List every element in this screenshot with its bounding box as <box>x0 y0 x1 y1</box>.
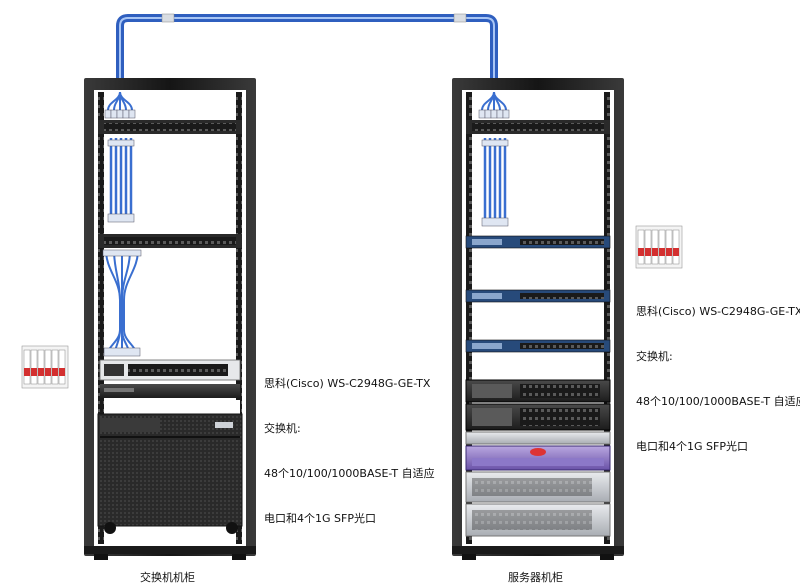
switch-rack <box>84 78 256 560</box>
server-rack <box>452 78 624 560</box>
right-callout: 思科(Cisco) WS-C2948G-GE-TX 交换机: 48个10/100… <box>636 274 800 469</box>
ups-unit <box>97 413 243 534</box>
left-callout: 思科(Cisco) WS-C2948G-GE-TX 交换机: 48个10/100… <box>264 346 435 541</box>
sfp-module-right <box>635 225 683 269</box>
server-rack-caption: 服务器机柜 <box>508 571 563 584</box>
storage-silver-1 <box>465 471 611 503</box>
switch-rack-caption: 交换机机柜 <box>140 571 195 584</box>
right-callout-line-3: 48个10/100/1000BASE-T 自适应 <box>636 395 800 408</box>
cable-fanout-top <box>104 91 136 119</box>
overhead-trunk-cable <box>116 13 498 92</box>
server-rack-switch-1 <box>465 235 611 249</box>
right-callout-line-2: 交换机: <box>636 350 673 363</box>
server-silver <box>465 431 611 445</box>
server-rack-switch-2 <box>465 289 611 303</box>
rack-unit-device <box>100 384 240 398</box>
patch-panel-middle <box>98 234 242 248</box>
right-callout-line-4: 电口和4个1G SFP光口 <box>636 440 748 453</box>
server-purple <box>465 445 611 471</box>
cable-fanout-top-right <box>478 91 510 119</box>
left-callout-line-1: 思科(Cisco) WS-C2948G-GE-TX <box>264 377 431 390</box>
patch-cords-bottom <box>105 249 139 353</box>
cisco-switch-left <box>99 359 241 381</box>
server-dark-2 <box>465 403 611 431</box>
left-callout-line-3: 48个10/100/1000BASE-T 自适应 <box>264 467 435 480</box>
sfp-module-left <box>21 345 69 389</box>
server-dark-1 <box>465 379 611 403</box>
left-callout-line-2: 交换机: <box>264 422 301 435</box>
right-callout-line-1: 思科(Cisco) WS-C2948G-GE-TX <box>636 305 800 318</box>
patch-panel-top <box>98 120 242 134</box>
patch-cords-top <box>109 138 133 218</box>
storage-silver-2 <box>465 503 611 537</box>
patch-panel-right <box>466 120 610 134</box>
left-callout-line-4: 电口和4个1G SFP光口 <box>264 512 376 525</box>
server-rack-switch-3 <box>465 339 611 353</box>
